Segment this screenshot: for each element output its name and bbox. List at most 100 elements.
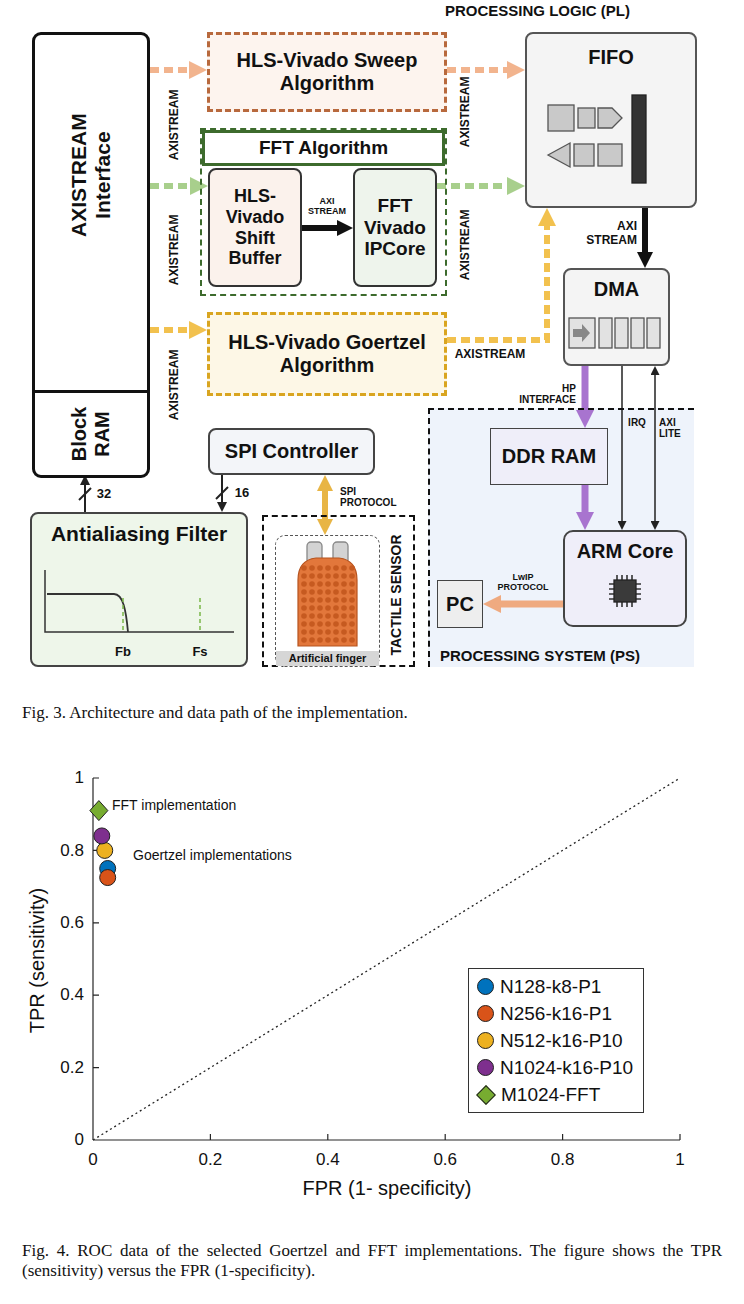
- taxel-dot: [325, 565, 331, 571]
- axis-ticks: [93, 778, 680, 1140]
- taxel-dot: [333, 621, 339, 627]
- block-ram-section: Block RAM: [35, 390, 147, 475]
- taxel-dot: [301, 581, 307, 587]
- node-label: DMA: [594, 278, 640, 301]
- taxel-dot: [325, 597, 331, 603]
- legend-text: N256-k16-P1: [500, 1003, 612, 1025]
- edge-label: SPI PROTOCOL: [340, 486, 404, 509]
- ps-region: PROCESSING SYSTEM (PS)DDR RAMARM CorePC: [428, 408, 694, 667]
- edge-label: 16: [235, 486, 249, 501]
- queue-cell: [598, 144, 622, 166]
- taxel-dot: [349, 597, 355, 603]
- finger-body: [298, 558, 357, 646]
- taxel-dot: [309, 605, 315, 611]
- cutoff-marker: [122, 598, 124, 632]
- taxel-dot: [341, 573, 347, 579]
- queue-bar: [632, 95, 646, 183]
- taxel-dot: [349, 573, 355, 579]
- tick-label: 0.6: [433, 1150, 457, 1170]
- taxel-dot: [301, 565, 307, 571]
- taxel-dot: [325, 605, 331, 611]
- connector: [302, 225, 343, 231]
- taxel-dot: [333, 597, 339, 603]
- taxel-dot: [325, 581, 331, 587]
- dma-cell: [647, 318, 660, 348]
- legend-text: N512-k16-P10: [500, 1030, 623, 1052]
- plot-axes: [45, 570, 234, 632]
- node-label: ARM Core: [577, 540, 674, 563]
- taxel-dot: [301, 597, 307, 603]
- taxel-dot: [349, 621, 355, 627]
- taxel-dot: [301, 637, 307, 643]
- roc-point: [100, 870, 116, 886]
- taxel-dot: [317, 621, 323, 627]
- connector: [84, 481, 86, 512]
- taxel-dot: [341, 589, 347, 595]
- text-label: Goertzel implementations: [133, 847, 292, 863]
- taxel-dot: [317, 597, 323, 603]
- taxel-dot: [309, 581, 315, 587]
- taxel-dot: [341, 621, 347, 627]
- queue-cell: [574, 144, 594, 166]
- node-label: HLS-Vivado Goertzel Algorithm: [220, 331, 435, 377]
- taxel-dot: [309, 621, 315, 627]
- taxel-dot: [325, 589, 331, 595]
- taxel-dot: [341, 581, 347, 587]
- text-label: TPR (sensitivity): [27, 887, 50, 1033]
- edge-label: AXISTREAM: [455, 348, 526, 362]
- taxel-dot: [325, 629, 331, 635]
- node-label: HLS-Vivado Sweep Algorithm: [220, 49, 435, 95]
- taxel-dot: [349, 565, 355, 571]
- node-label: AXISTREAM Interface: [67, 105, 115, 245]
- dma-cell: [631, 318, 644, 348]
- node-label: TACTILE SENSOR: [388, 534, 404, 655]
- text-label: FPR (1- specificity): [303, 1177, 472, 1200]
- edge-label: AXISTREAM: [459, 210, 473, 281]
- taxel-dot: [309, 613, 315, 619]
- dma-box: DMA: [563, 268, 670, 366]
- text-label: PROCESSING LOGIC (PL): [445, 2, 630, 19]
- taxel-dot: [325, 573, 331, 579]
- edge-label: LwIP PROTOCOL: [493, 572, 553, 593]
- dma-cell: [615, 318, 628, 348]
- taxel-dot: [333, 565, 339, 571]
- queue-arrow: [598, 108, 622, 128]
- pc-box: PC: [437, 580, 483, 628]
- taxel-dot: [333, 573, 339, 579]
- tick-label: 0.4: [316, 1150, 340, 1170]
- taxel-dot: [349, 613, 355, 619]
- connector: [221, 475, 223, 506]
- chip-pins: [609, 575, 641, 607]
- taxel-dot: [317, 565, 323, 571]
- filter-box: Antialiasing Filter: [30, 512, 248, 667]
- taxel-dot: [317, 613, 323, 619]
- node-label: SPI Controller: [225, 440, 358, 463]
- connector: [494, 601, 563, 608]
- taxel-dot: [341, 597, 347, 603]
- roc-point: [97, 842, 113, 858]
- taxel-dot: [349, 637, 355, 643]
- connector: [150, 67, 196, 73]
- chip-body: [614, 580, 636, 602]
- taxel-dot: [317, 629, 323, 635]
- tactile-sensor-region: TACTILE SENSORArtificial finger: [262, 515, 415, 667]
- tick-label: 0.4: [60, 985, 84, 1005]
- node-label: PROCESSING SYSTEM (PS): [440, 647, 640, 664]
- node-label: FFT Vivado IPCore: [359, 195, 431, 261]
- figure-caption: Fig. 4. ROC data of the selected Goertze…: [22, 1241, 722, 1280]
- taxel-dot: [333, 637, 339, 643]
- dma-cell: [599, 318, 612, 348]
- taxel-dot: [341, 565, 347, 571]
- taxel-dot: [325, 613, 331, 619]
- queue-cell: [548, 105, 574, 131]
- legend-text: M1024-FFT: [501, 1084, 600, 1106]
- taxel-dot: [341, 605, 347, 611]
- tick-label: 1: [675, 1150, 684, 1170]
- taxel-dot: [317, 589, 323, 595]
- legend-entry: N256-k16-P1: [477, 1000, 633, 1027]
- legend-entry: N1024-k16-P10: [477, 1054, 633, 1081]
- sampling-marker: [199, 598, 201, 632]
- ps-region-fill: [428, 408, 694, 667]
- connector: [642, 208, 648, 258]
